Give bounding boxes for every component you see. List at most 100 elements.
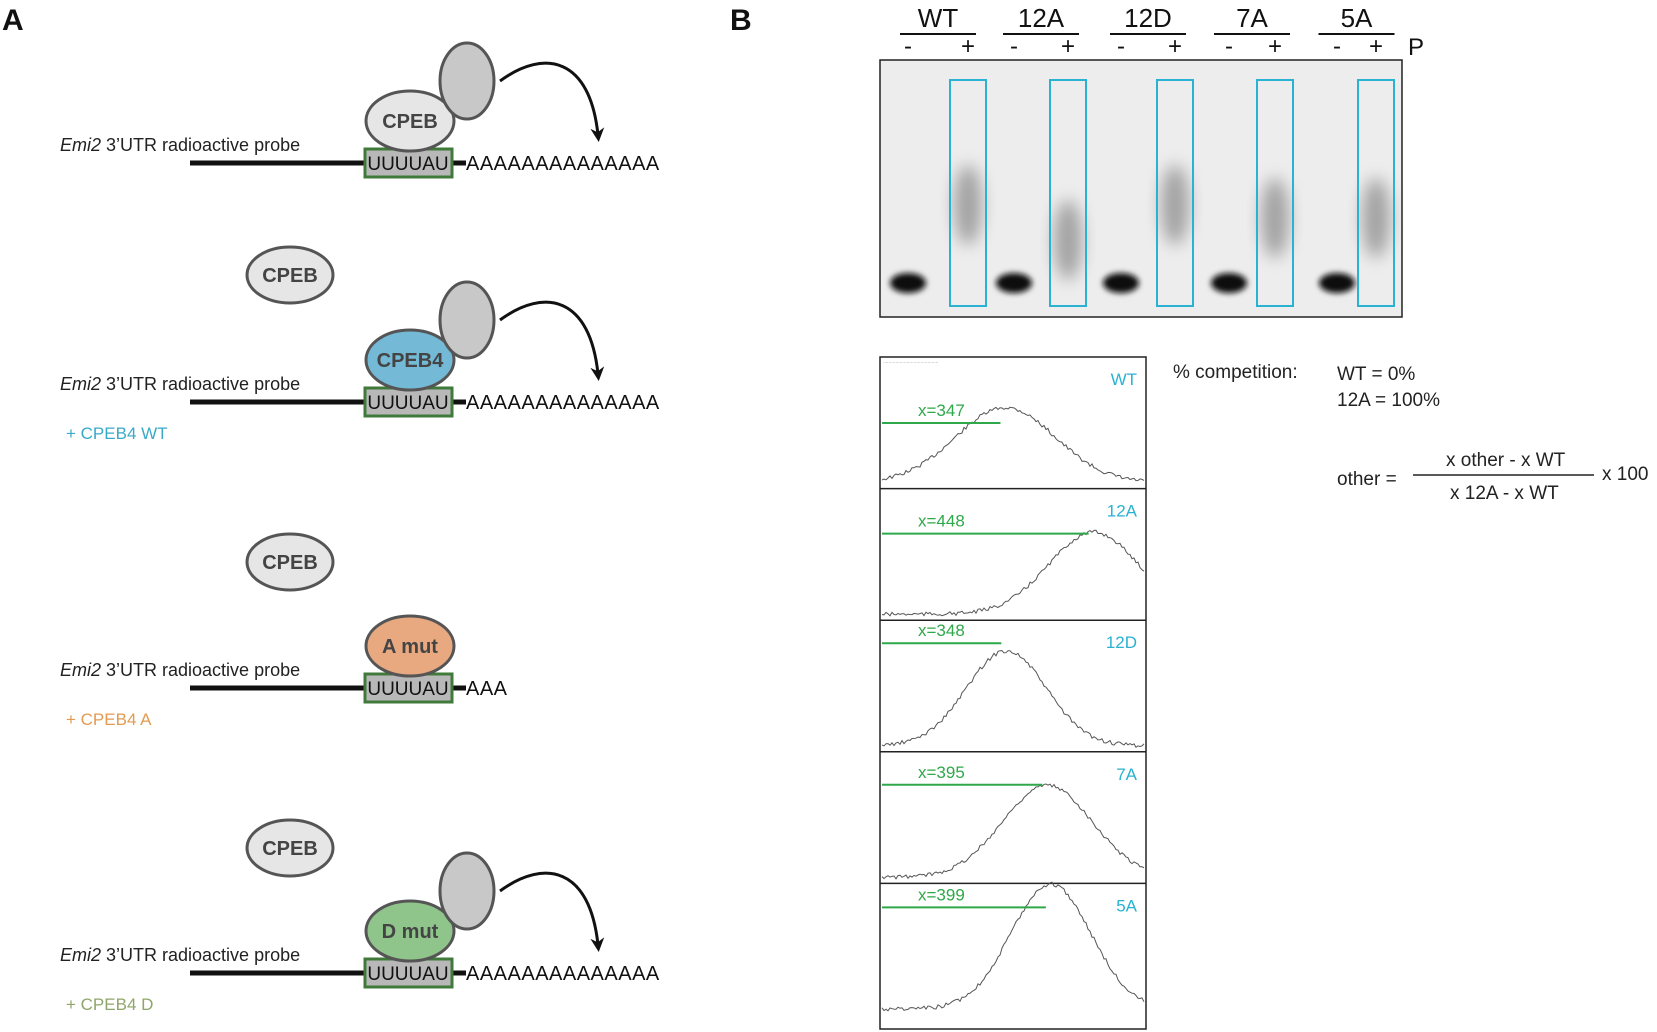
peak-position-label: x=395 [918, 763, 965, 782]
condition-label: + CPEB4 WT [66, 424, 168, 443]
minus-label: - [1117, 33, 1125, 60]
times-100: x 100 [1602, 464, 1648, 485]
density-trace [881, 529, 1145, 617]
free-cpeb-label: CPEB [262, 552, 318, 574]
recruited-factor [438, 41, 496, 121]
trace-caption-smudge: ........................................ [883, 359, 939, 365]
free-cpeb-label: CPEB [262, 265, 318, 287]
poly-a-tail: AAAAAAAAAAAAAA [466, 153, 660, 175]
bound-protein-label: CPEB4 [377, 350, 445, 372]
trace-sample-label: 12A [1107, 502, 1138, 521]
recruited-factor [438, 851, 496, 931]
shifted-smear [1261, 178, 1289, 258]
lane-header: WT [918, 3, 959, 33]
wt-equation: WT = 0% [1337, 364, 1415, 385]
peak-position-label: x=399 [918, 885, 965, 904]
cpe-motif-box [363, 147, 454, 179]
free-probe-band [996, 273, 1032, 293]
free-probe-band [890, 273, 926, 293]
minus-label: - [1225, 33, 1233, 60]
condition-label: + CPEB4 D [66, 995, 153, 1014]
competition-title: % competition: [1173, 362, 1298, 383]
cpe-motif-text: UUUUAU [367, 154, 448, 175]
bound-protein [364, 89, 456, 153]
free-probe-band [1319, 273, 1355, 293]
probe-label: Emi2 3’UTR radioactive probe [60, 660, 300, 680]
minus-label: - [1333, 33, 1341, 60]
poly-a-tail: AAAAAAAAAAAAAA [466, 392, 660, 414]
free-cpeb [245, 818, 335, 878]
polyadenylation-arrow [499, 61, 605, 142]
density-trace [881, 881, 1145, 1012]
density-trace [881, 406, 1145, 482]
gel-header: WT-+12A-+12D-+7A-+5A-+ P [900, 3, 1424, 61]
poly-a-tail: AAA [466, 678, 508, 700]
panel-a-letter: A [2, 4, 24, 37]
bound-protein [364, 328, 456, 392]
minus-label: - [1010, 33, 1018, 60]
recruited-factor [438, 280, 496, 360]
polyadenylation-arrow [499, 300, 605, 381]
gel-image [879, 59, 1403, 318]
free-cpeb [245, 532, 335, 592]
poly-a-tail: AAAAAAAAAAAAAA [466, 963, 660, 985]
lane-box [1049, 79, 1087, 307]
cpe-motif-box [363, 386, 454, 418]
bound-protein [364, 614, 456, 678]
probe-label: Emi2 3’UTR radioactive probe [60, 135, 300, 155]
lane-header: 7A [1236, 3, 1268, 33]
plus-label: + [1268, 33, 1282, 60]
peak-position-label: x=448 [918, 512, 965, 531]
shifted-smear [1161, 165, 1189, 245]
shifted-smear [954, 165, 982, 245]
plus-label: + [1168, 33, 1182, 60]
cpe-motif-text: UUUUAU [367, 964, 448, 985]
plus-label: + [1061, 33, 1075, 60]
phosphorylation-label: P [1408, 34, 1424, 61]
lane-box [1156, 79, 1194, 307]
condition-label: + CPEB4 A [66, 710, 152, 729]
bound-protein-label: A mut [382, 636, 438, 658]
other-lhs: other = [1337, 469, 1397, 490]
shifted-smear [1054, 200, 1082, 280]
density-trace [881, 650, 1145, 749]
bound-protein-label: CPEB [382, 111, 438, 133]
trace-sample-label: 7A [1116, 765, 1137, 784]
probe-label: Emi2 3’UTR radioactive probe [60, 374, 300, 394]
cpe-motif-box [363, 957, 454, 989]
bound-protein-label: D mut [382, 921, 439, 943]
probe-label: Emi2 3’UTR radioactive probe [60, 945, 300, 965]
lane-box [1357, 79, 1395, 307]
cpe-motif-text: UUUUAU [367, 393, 448, 414]
lane-header: 5A [1341, 3, 1373, 33]
minus-label: - [904, 33, 912, 60]
12a-equation: 12A = 100% [1337, 390, 1440, 411]
lane-header: 12A [1018, 3, 1065, 33]
competition-formula: % competition: WT = 0% 12A = 100% other … [1173, 362, 1648, 504]
numerator: x other - x WT [1446, 450, 1566, 471]
panel-b-letter: B [730, 4, 752, 37]
polyadenylation-arrow [499, 871, 605, 952]
cpe-motif-box [363, 672, 454, 704]
cpe-motif-text: UUUUAU [367, 679, 448, 700]
free-probe-band [1103, 273, 1139, 293]
shifted-smear [1362, 178, 1390, 258]
density-trace [881, 783, 1145, 880]
lane-box [949, 79, 987, 307]
peak-position-label: x=347 [918, 401, 965, 420]
peak-position-label: x=348 [918, 621, 965, 640]
lane-box [1256, 79, 1294, 307]
lane-header: 12D [1124, 3, 1172, 33]
free-cpeb-label: CPEB [262, 838, 318, 860]
plus-label: + [1369, 33, 1383, 60]
trace-sample-label: 5A [1116, 896, 1137, 915]
denominator: x 12A - x WT [1450, 483, 1559, 504]
density-traces: ........................................… [879, 356, 1147, 1030]
bound-protein [364, 899, 456, 963]
